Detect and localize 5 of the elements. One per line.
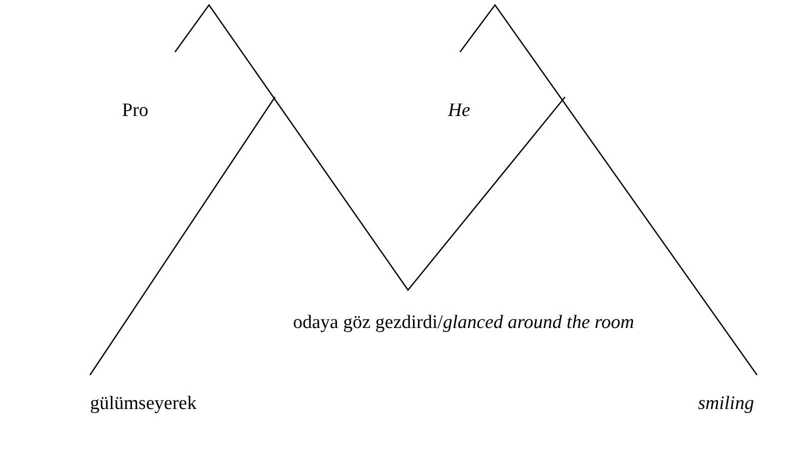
gloss-label: odaya göz gezdirdi/glanced around the room [293, 313, 634, 332]
word-label: He [448, 101, 470, 120]
word-label: gülümseyerek [90, 394, 197, 413]
word-label: Pro [122, 101, 148, 120]
word-label: smiling [698, 394, 754, 413]
